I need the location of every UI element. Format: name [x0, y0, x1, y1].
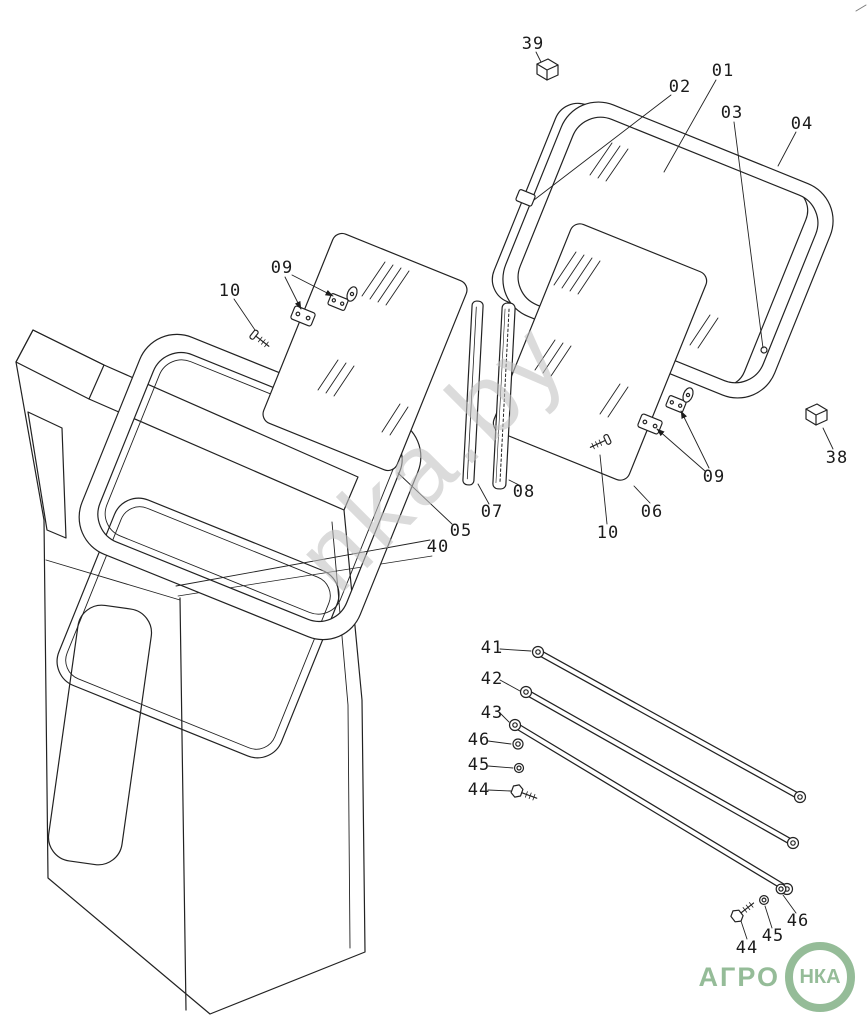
cab-door-line: [179, 597, 187, 1011]
callout-01: 01: [711, 61, 735, 81]
weatherstrip-08: [492, 302, 516, 490]
pane-05-hatching: [317, 261, 410, 436]
frame-clip-02: [515, 189, 536, 207]
callout-03: 03: [720, 103, 744, 123]
callout-45-bottom: 45: [761, 926, 785, 946]
callout-42: 42: [480, 669, 504, 689]
bolt-44-bottom: [730, 902, 755, 923]
callout-06: 06: [640, 502, 664, 522]
bolt-44-left: [510, 784, 538, 801]
callout-10-right: 10: [596, 523, 620, 543]
callout-05: 05: [449, 521, 473, 541]
callout-39: 39: [521, 34, 545, 54]
callout-46-left: 46: [467, 730, 491, 750]
callout-40: 40: [426, 537, 450, 557]
pane-06-hatching: [534, 251, 629, 418]
sliding-pane-05: [262, 232, 468, 472]
logo-nka-text: НКА: [799, 965, 841, 988]
washer-45-bottom: [758, 894, 769, 905]
callout-07: 07: [480, 502, 504, 522]
cab-windshield-opening: [56, 497, 340, 759]
hinge-09-left: [290, 286, 358, 327]
channel-strip-07: [462, 300, 484, 486]
callout-09-left: 09: [270, 258, 294, 278]
callout-10-left: 10: [218, 281, 242, 301]
logo-agro-text: АГРО: [698, 961, 780, 992]
leader-lines: [175, 51, 834, 940]
stay-rod-42: [519, 685, 800, 850]
washer-46-left: [512, 738, 524, 750]
cab-side-window: [47, 604, 153, 866]
callout-45-left: 45: [467, 755, 491, 775]
bolt-10-left: [249, 329, 270, 348]
scan-artifact: [855, 4, 867, 12]
frame-pin-03: [760, 346, 768, 354]
stay-rod-43: [508, 718, 794, 896]
callout-46-bottom: 46: [786, 911, 810, 931]
grommet-39: [536, 58, 559, 81]
callout-02: 02: [668, 77, 692, 97]
callout-44-bottom: 44: [735, 938, 759, 958]
glass-01-hatching: [589, 142, 719, 349]
stay-rod-41: [531, 645, 807, 804]
window-frame-04: [502, 101, 834, 399]
sliding-pane-06: [492, 223, 708, 481]
logo-nka-badge: НКА: [785, 942, 855, 1012]
hinge-09-right: [637, 387, 694, 435]
lock-washer-45-left: [513, 762, 525, 774]
washer-46-bottom: [775, 883, 787, 895]
agro-nka-logo: АГРО НКА: [699, 942, 855, 1012]
grommet-38: [805, 403, 828, 426]
callout-04: 04: [790, 114, 814, 134]
callout-44-left: 44: [467, 780, 491, 800]
callout-41: 41: [480, 638, 504, 658]
callout-38: 38: [825, 448, 849, 468]
callout-08: 08: [512, 482, 536, 502]
bolt-10-right: [589, 433, 612, 450]
callout-43: 43: [480, 703, 504, 723]
callout-09-right: 09: [702, 467, 726, 487]
